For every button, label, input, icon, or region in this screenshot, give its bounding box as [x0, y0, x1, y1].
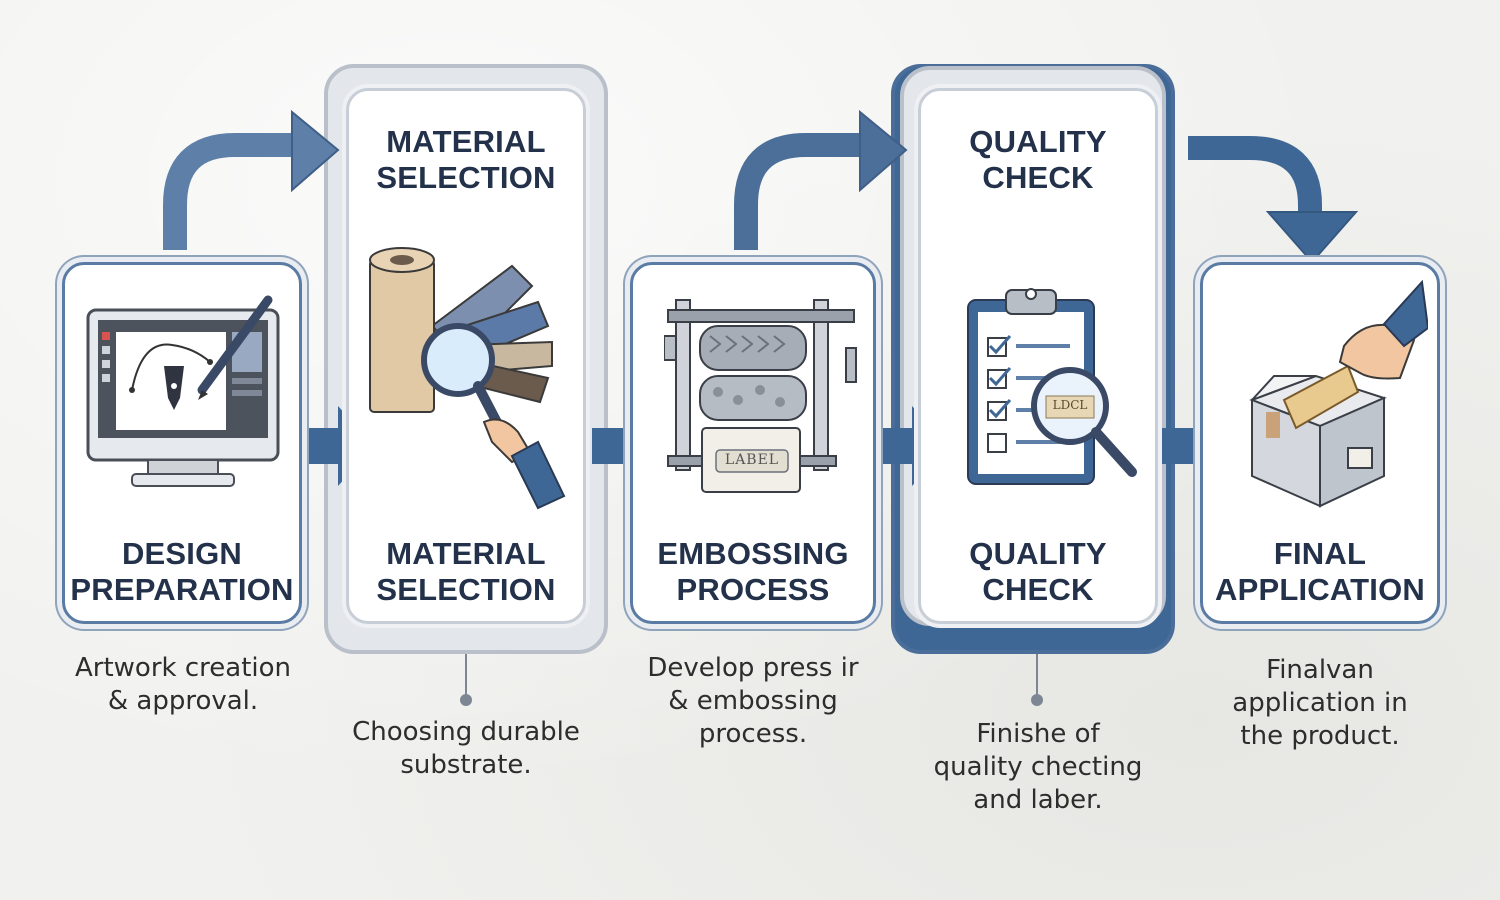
clipboard-label-text: LDCL — [1052, 398, 1088, 412]
curved-arrow-3 — [1188, 136, 1322, 222]
quality-connector-dot — [1031, 694, 1043, 706]
straight-arrow-1 — [304, 406, 374, 486]
quality-connector — [1036, 654, 1038, 698]
straight-arrow-2 — [592, 406, 662, 486]
embossing-press-icon — [664, 299, 857, 493]
material-connector-dot — [460, 694, 472, 706]
clipboard-checklist-icon — [967, 288, 1137, 485]
curved-arrow-2 — [734, 133, 868, 250]
box-label-hand-icon — [1249, 280, 1428, 508]
design-preparation-caption: Artwork creation& approval. — [75, 653, 291, 716]
curved-arrow-3-head — [1265, 211, 1359, 264]
curved-arrow-2-head — [859, 109, 908, 193]
embossed-label-text: LABEL — [724, 452, 780, 468]
straight-arrow-3 — [880, 406, 948, 486]
curved-arrow-1 — [163, 133, 300, 250]
material-roll-magnifier-icon — [369, 247, 566, 510]
computer-monitor-icon — [86, 295, 280, 487]
straight-arrow-4 — [1160, 406, 1230, 486]
material-connector — [465, 654, 467, 698]
curved-arrow-1-head — [291, 109, 340, 193]
